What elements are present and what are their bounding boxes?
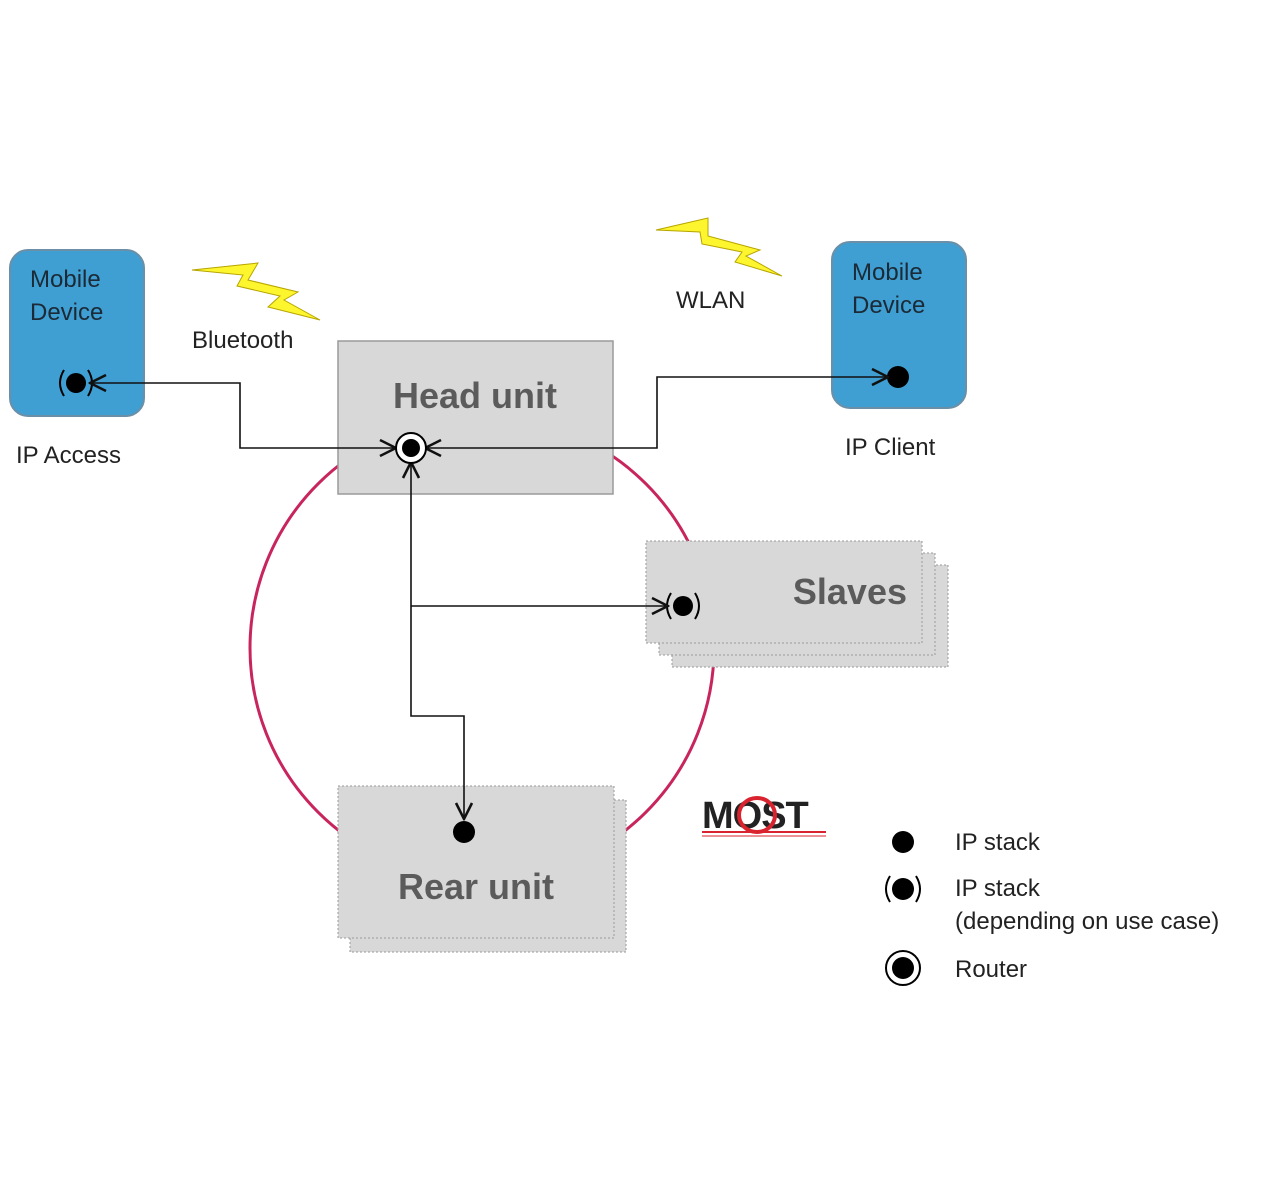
rear-unit-label: Rear unit bbox=[398, 866, 554, 907]
mobile-device-right: Mobile Device bbox=[831, 241, 967, 409]
ip-client-caption: IP Client bbox=[845, 434, 936, 461]
legend: IP stack IP stack (depending on use case… bbox=[885, 829, 1219, 986]
connections bbox=[90, 377, 888, 819]
mobile-device-left: Mobile Device bbox=[9, 249, 145, 417]
connection-mobile-left-head bbox=[90, 383, 396, 448]
wlan-lightning-icon bbox=[655, 217, 783, 277]
connection-head-rear bbox=[411, 462, 464, 819]
router-icon bbox=[395, 432, 427, 464]
legend-router-label: Router bbox=[955, 956, 1027, 983]
mobile-right-label-line1: Mobile bbox=[852, 259, 923, 286]
legend-ip-stack-icon bbox=[892, 831, 914, 853]
most-logo: MOST bbox=[702, 795, 826, 837]
legend-ip-stack-optional-icon bbox=[885, 875, 921, 903]
mobile-left-label-line1: Mobile bbox=[30, 266, 101, 293]
legend-ip-stack-optional-label-line1: IP stack bbox=[955, 875, 1041, 902]
legend-ip-stack-label: IP stack bbox=[955, 829, 1041, 856]
connection-head-mobile-right bbox=[425, 377, 888, 448]
bluetooth-label: Bluetooth bbox=[192, 327, 293, 354]
legend-router-icon bbox=[885, 950, 921, 986]
head-unit-label: Head unit bbox=[393, 375, 557, 416]
mobile-right-label-line2: Device bbox=[852, 292, 925, 319]
wlan-label: WLAN bbox=[676, 287, 745, 314]
head-unit-box: Head unit bbox=[337, 340, 614, 495]
ip-stack-icon bbox=[887, 366, 909, 388]
ip-stack-icon bbox=[453, 821, 475, 843]
legend-ip-stack-optional-label-line2: (depending on use case) bbox=[955, 908, 1219, 935]
slaves-label: Slaves bbox=[793, 571, 907, 612]
slaves-stack: Slaves bbox=[645, 540, 949, 668]
rear-unit-stack: Rear unit bbox=[337, 785, 627, 953]
ip-access-caption: IP Access bbox=[16, 442, 121, 469]
bluetooth-lightning-icon bbox=[191, 262, 321, 321]
mobile-left-label-line2: Device bbox=[30, 299, 103, 326]
